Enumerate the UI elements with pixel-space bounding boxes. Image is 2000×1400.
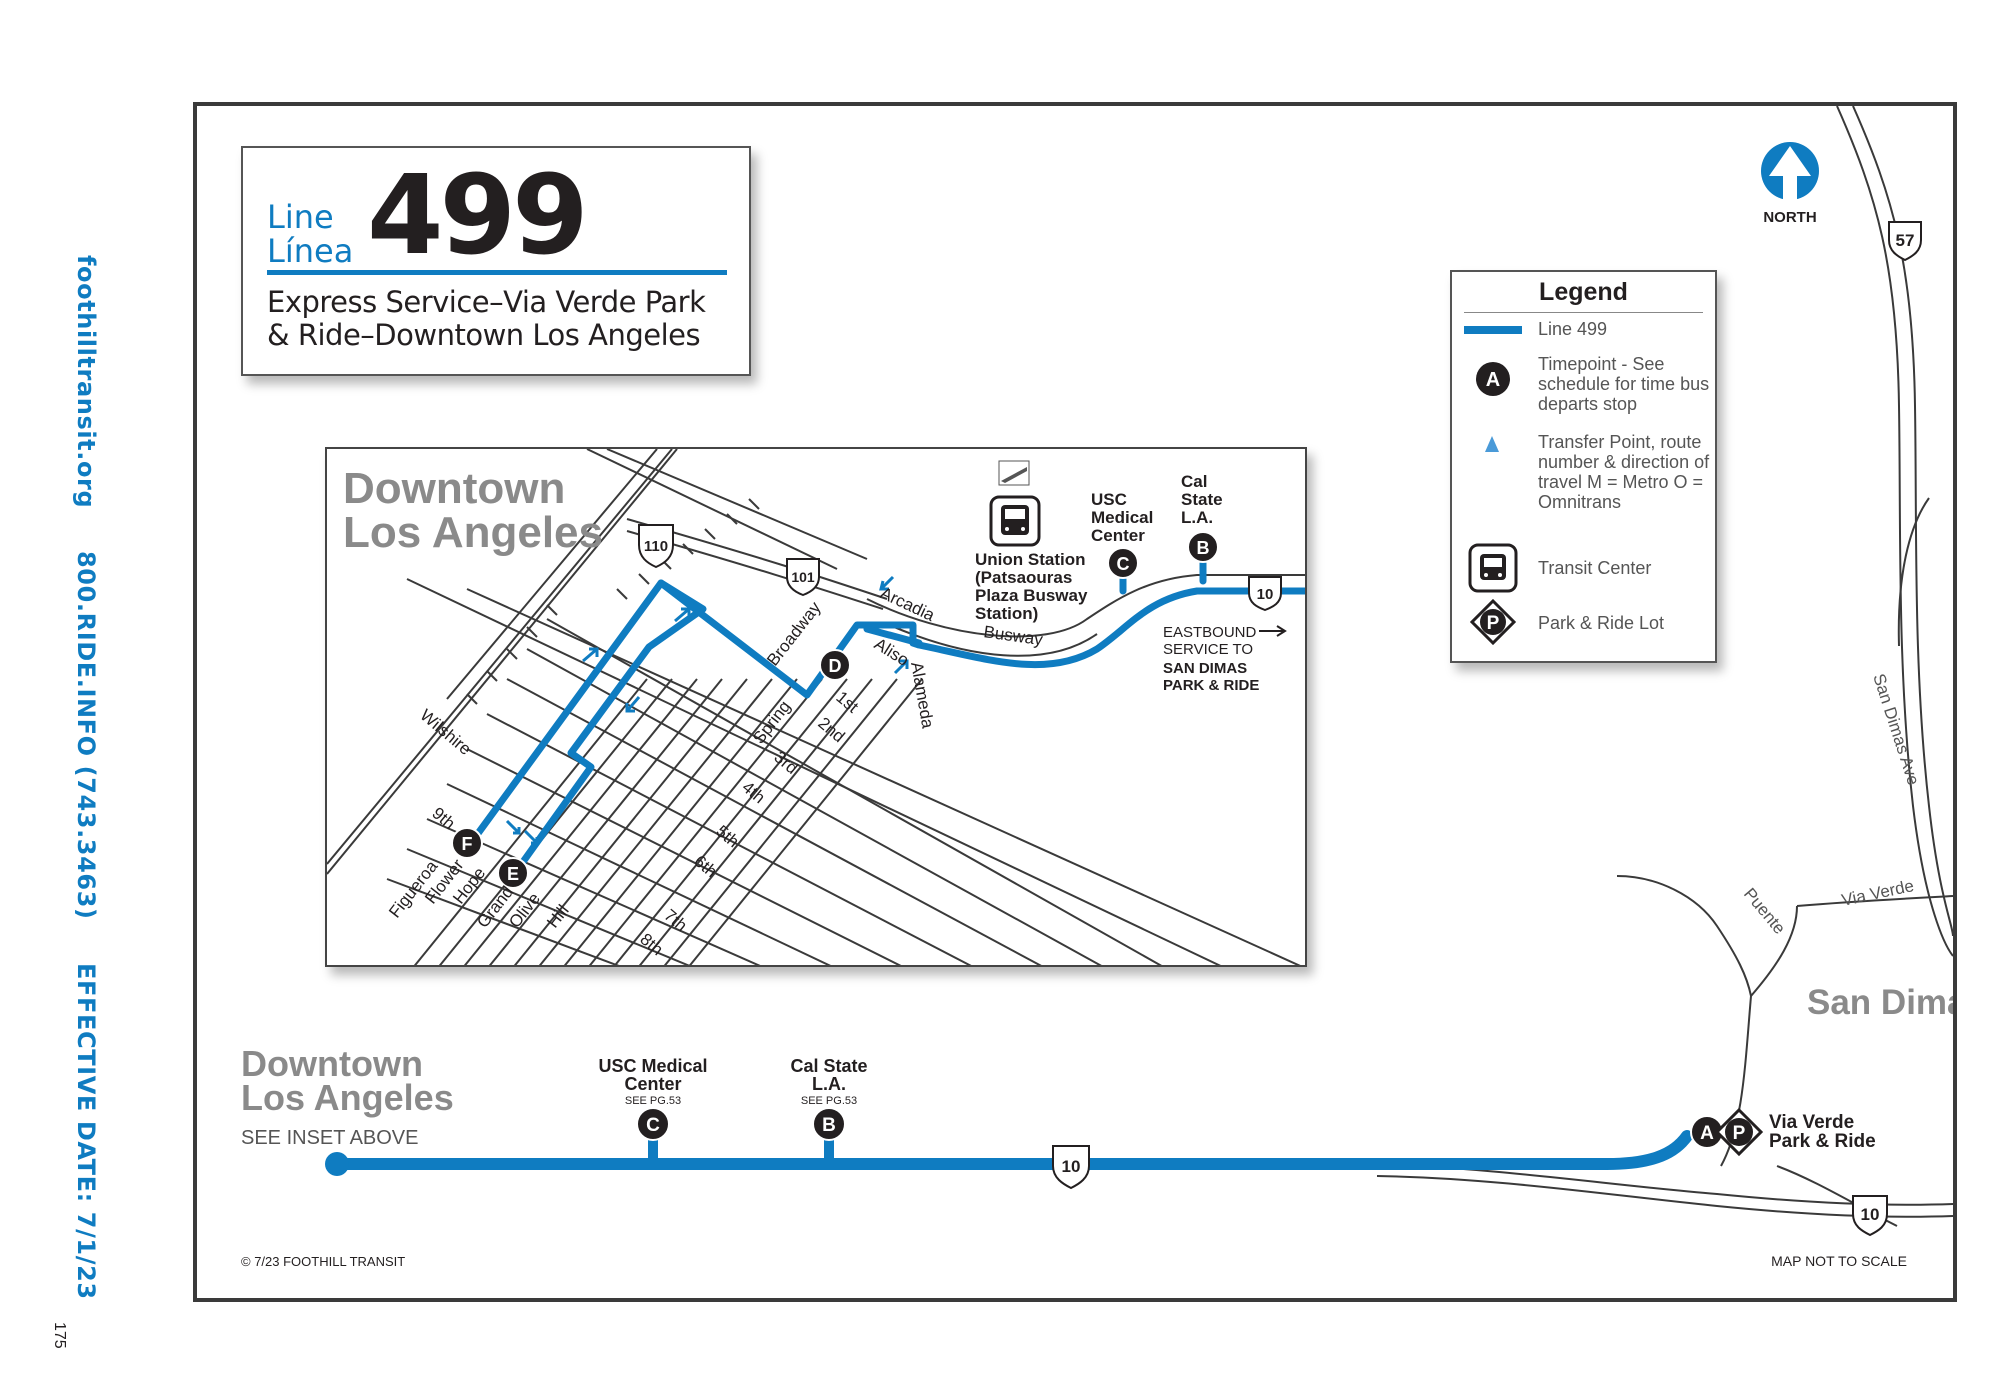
route-description-line2: & Ride–Downtown Los Angeles: [267, 318, 701, 352]
svg-text:Station): Station): [975, 604, 1038, 623]
svg-text:B: B: [1197, 538, 1210, 558]
street-7th: 7th: [660, 906, 690, 936]
sidebar-contact: foothilltransit.org 800.RIDE.INFO (743.3…: [72, 255, 100, 1333]
north-arrow-icon: NORTH: [1761, 142, 1819, 226]
street-wilshire: Wilshire: [416, 706, 475, 759]
phone-number: 800.RIDE.INFO (743.3463): [72, 551, 100, 920]
svg-text:D: D: [829, 656, 842, 676]
inset-timepoint-c: C: [1107, 547, 1139, 579]
svg-text:SAN DIMAS: SAN DIMAS: [1163, 660, 1247, 677]
legend-line-label: Line 499: [1538, 319, 1608, 339]
street-5th: 5th: [712, 822, 742, 852]
svg-text:SERVICE TO: SERVICE TO: [1163, 641, 1253, 658]
svg-text:101: 101: [791, 569, 815, 585]
svg-text:F: F: [462, 834, 473, 854]
svg-text:USC: USC: [1091, 490, 1127, 509]
svg-text:10: 10: [1257, 586, 1274, 603]
route-title-box: Line Línea 499 Express Service–Via Verde…: [241, 146, 751, 376]
street-alameda: Alameda: [907, 660, 937, 730]
svg-text:State: State: [1181, 490, 1223, 509]
line-label-es: Línea: [267, 232, 354, 270]
inset-timepoint-b: B: [1187, 531, 1219, 563]
svg-text:E: E: [507, 864, 519, 884]
street-arcadia: Arcadia: [877, 583, 938, 625]
legend-park-ride-label: Park & Ride Lot: [1538, 613, 1665, 633]
svg-text:110: 110: [644, 538, 668, 555]
route-description: Express Service–Via Verde Park & Ride–Do…: [267, 286, 747, 352]
inset-calstate-label: Cal State L.A.: [1181, 472, 1223, 527]
inset-title-line2: Los Angeles: [343, 508, 603, 557]
svg-text:L.A.: L.A.: [1181, 508, 1213, 527]
route-number: 499: [367, 151, 589, 279]
svg-text:P: P: [1487, 613, 1500, 634]
inset-usc-label: USC Medical Center: [1091, 490, 1153, 545]
street-2nd: 2nd: [814, 714, 848, 747]
route-description-line1: Express Service–Via Verde Park: [267, 285, 706, 319]
legend-transit-center-label: Transit Center: [1538, 558, 1652, 578]
effective-date: EFFECTIVE DATE: 7/1/23: [72, 962, 100, 1300]
street-hill: Hill: [543, 901, 573, 931]
svg-text:Center: Center: [1091, 526, 1145, 545]
park-ride-icon: P: [1470, 599, 1516, 645]
svg-text:Medical: Medical: [1091, 508, 1153, 527]
legend-divider: [1464, 312, 1703, 313]
street-9th: 9th: [428, 804, 458, 834]
svg-text:PARK & RIDE: PARK & RIDE: [1163, 677, 1259, 694]
svg-text:C: C: [1117, 554, 1130, 574]
title-rule: [267, 270, 727, 275]
website-link[interactable]: foothilltransit.org: [72, 255, 100, 509]
map-legend: Legend Line 499 A Timepoint - See schedu…: [1450, 270, 1717, 663]
line-label: Line Línea: [267, 200, 353, 268]
svg-text:Plaza Busway: Plaza Busway: [975, 586, 1088, 605]
svg-text:A: A: [1486, 369, 1500, 391]
line-label-en: Line: [267, 198, 334, 236]
freeway-110-shield-icon: 110: [638, 524, 674, 569]
street-broadway: Broadway: [763, 598, 825, 670]
timepoint-icon: A: [1476, 362, 1510, 396]
union-station-bus-icon: [989, 460, 1041, 547]
north-label: NORTH: [1763, 209, 1816, 226]
eastbound-arrow-icon: [1259, 625, 1287, 637]
svg-text:(Patsaouras: (Patsaouras: [975, 568, 1072, 587]
inset-timepoint-e: E: [497, 857, 529, 889]
svg-text:EASTBOUND: EASTBOUND: [1163, 624, 1257, 641]
freeway-101-shield-icon: 101: [786, 558, 820, 597]
downtown-inset-map: 110 101 10 C: [325, 447, 1307, 967]
route-map: Line Línea 499 Express Service–Via Verde…: [193, 102, 1957, 1302]
svg-text:Cal: Cal: [1181, 472, 1207, 491]
page-number: 175: [51, 1322, 68, 1349]
svg-text:Union Station: Union Station: [975, 550, 1085, 569]
freeway-10-shield-inset-icon: 10: [1248, 576, 1282, 612]
transfer-triangle-icon: [1485, 436, 1499, 452]
downtown-terminus-dot: [325, 1152, 349, 1176]
busway-label: Busway: [982, 622, 1044, 649]
inset-timepoint-f: F: [451, 827, 483, 859]
legend-timepoint-label: Timepoint - See schedule for time bus de…: [1538, 354, 1710, 414]
eastbound-note: EASTBOUND SERVICE TO SAN DIMAS PARK & RI…: [1163, 624, 1259, 694]
route-line-icon: [1464, 326, 1522, 334]
union-station-label: Union Station (Patsaouras Plaza Busway S…: [975, 550, 1088, 623]
legend-transfer-label: Transfer Point, route number & direction…: [1538, 432, 1710, 512]
inset-street-grid: 110 101 10 C: [327, 449, 1305, 965]
inset-timepoint-d: D: [819, 649, 851, 681]
legend-title: Legend: [1539, 278, 1628, 306]
inset-title-line1: Downtown: [343, 464, 565, 513]
transit-center-icon: [1468, 543, 1518, 593]
street-6th: 6th: [690, 852, 720, 882]
